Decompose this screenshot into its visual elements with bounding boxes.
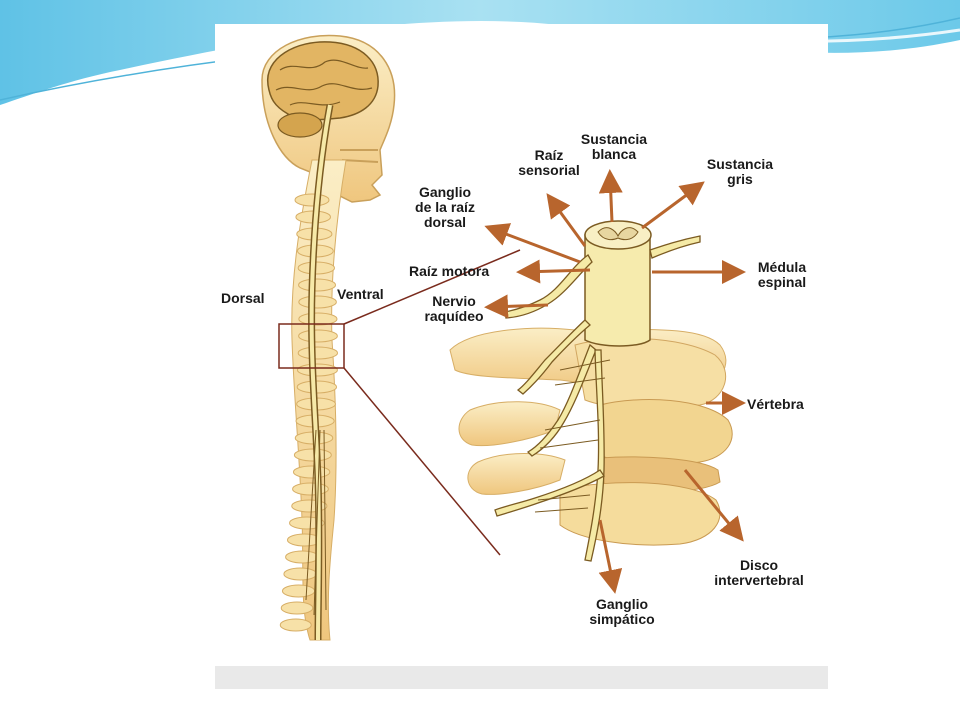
label-dorsal: Dorsal (221, 290, 265, 306)
vertebra-segment (280, 601, 314, 615)
vertebra-segment (293, 448, 332, 462)
label-sustancia-blanca: Sustancia blanca (580, 131, 648, 162)
arrow-ganglio-raiz-dorsal (484, 223, 581, 264)
vertebra-segment (283, 567, 318, 581)
brain (267, 41, 379, 121)
cerebellum (277, 112, 323, 138)
label-ventral: Ventral (337, 286, 384, 302)
spinous-process-2 (467, 453, 566, 495)
grey-matter (597, 227, 639, 241)
vertebra-segment (298, 329, 338, 343)
zoom-line-top (343, 249, 521, 325)
arrow-sustancia-blanca (598, 169, 623, 223)
arrow-ganglio-simpatico (598, 519, 623, 594)
vertebra-body-lower (559, 482, 721, 546)
vertebra-segment (298, 312, 338, 326)
arrow-sustancia-gris (641, 181, 705, 230)
label-raiz-sensorial: Raíz sensorial (518, 147, 580, 178)
arrow-nervio-raquideo (484, 294, 549, 319)
vertebra-segment (281, 584, 316, 598)
sympathetic-chain (534, 359, 611, 513)
label-disco-intervertebral: Disco intervertebral (714, 557, 804, 588)
arrow-raiz-sensorial (546, 193, 587, 247)
label-nervio-raquideo: Nervio raquídeo (424, 293, 484, 324)
vertebra-segment (298, 278, 337, 292)
label-sustancia-gris: Sustancia gris (706, 156, 774, 187)
label-raiz-motora: Raíz motora (409, 263, 490, 279)
vertebra-segment (294, 193, 330, 207)
vertebra-segment (285, 550, 320, 564)
arrow-raiz-motora (516, 259, 591, 284)
vertebra-segment (279, 618, 312, 632)
label-ganglio-raiz-dorsal: Ganglio de la raíz dorsal (415, 184, 475, 230)
vertebra-segment (296, 363, 338, 377)
vertebra-body-middle (599, 399, 733, 466)
zoom-line-bottom (343, 367, 501, 556)
spinal-column-figure (279, 104, 347, 641)
label-arrows (484, 169, 746, 594)
vertebra-segment (297, 346, 339, 360)
label-vertebra: Vértebra (747, 396, 804, 412)
arrow-disco-intervertebral (683, 469, 744, 542)
zoom-box (278, 323, 345, 369)
label-ganglio-simpatico: Ganglio simpático (589, 596, 655, 627)
spine-detail-figure (449, 220, 733, 562)
label-medula-espinal: Médula espinal (757, 259, 807, 290)
spinal-cord-column (584, 234, 651, 347)
spinous-process-1 (458, 401, 561, 447)
vertebra-segment (298, 295, 337, 309)
figure-bottom-strip (215, 666, 828, 689)
vertebra-segment (292, 482, 329, 496)
